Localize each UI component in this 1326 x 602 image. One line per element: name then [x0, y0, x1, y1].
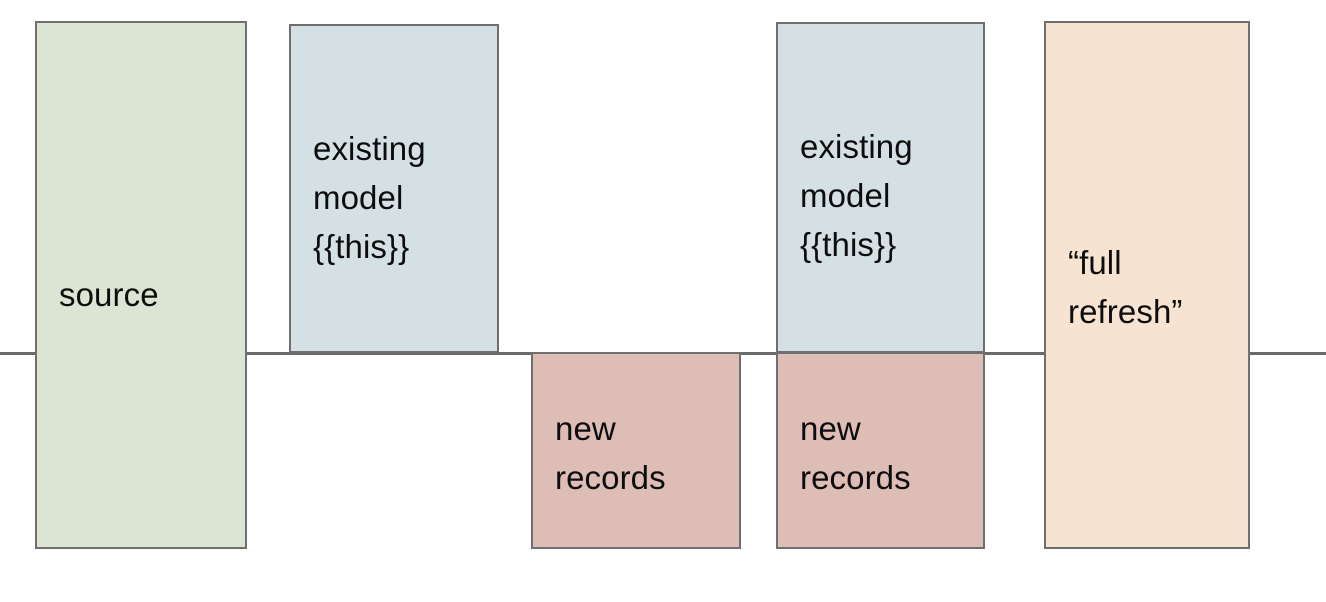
- node-new-records-a[interactable]: new records: [531, 352, 741, 549]
- node-full-refresh-label: “full refresh”: [1068, 244, 1183, 330]
- node-existing-model-b-label: existing model {{this}}: [800, 128, 913, 263]
- node-existing-model-a-label: existing model {{this}}: [313, 130, 426, 265]
- node-existing-model-b[interactable]: existing model {{this}}: [776, 22, 985, 353]
- node-new-records-b-label: new records: [800, 410, 911, 496]
- node-new-records-a-label: new records: [555, 410, 666, 496]
- node-new-records-b[interactable]: new records: [776, 352, 985, 549]
- node-existing-model-a[interactable]: existing model {{this}}: [289, 24, 499, 353]
- node-source[interactable]: source: [35, 21, 247, 549]
- node-full-refresh[interactable]: “full refresh”: [1044, 21, 1250, 549]
- node-source-label: source: [59, 276, 159, 313]
